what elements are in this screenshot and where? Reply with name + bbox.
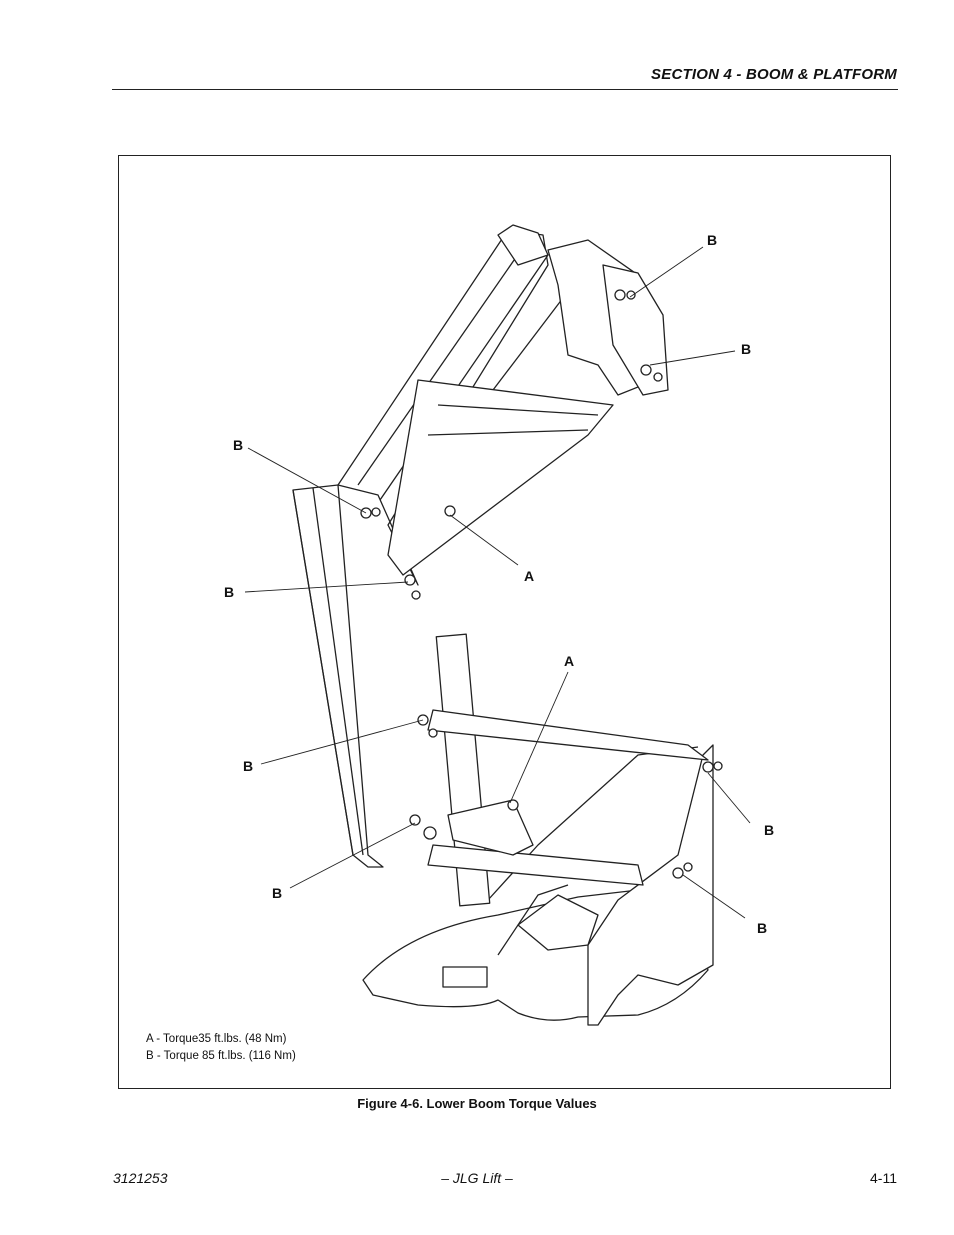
leader-lines (244, 246, 751, 919)
section-title: SECTION 4 - BOOM & PLATFORM (651, 66, 897, 83)
callout-b: B (757, 920, 768, 936)
boom-top-plate (497, 224, 549, 266)
lift-cylinder (387, 379, 614, 576)
doc-number: 3121253 (113, 1170, 168, 1186)
footer-brand: – JLG Lift – (441, 1170, 513, 1186)
lower-cross-member (427, 709, 709, 761)
lower-boom-drawing (244, 224, 751, 1026)
crossbar-bottom (427, 844, 644, 886)
callout-b: B (707, 232, 718, 248)
callout-b: B (272, 885, 283, 901)
callout-b: B (233, 437, 244, 453)
mount-block (517, 894, 599, 951)
callout-a: A (524, 568, 535, 584)
bolt-markers (360, 289, 723, 879)
figure-caption: Figure 4-6. Lower Boom Torque Values (357, 1096, 597, 1111)
figure-frame (118, 155, 891, 1089)
link-plate (447, 799, 534, 856)
callout-b: B (741, 341, 752, 357)
callout-b: B (224, 584, 235, 600)
base-plate-cutout (442, 966, 488, 988)
page-number: 4-11 (870, 1170, 897, 1186)
upright-right (587, 744, 714, 1026)
legend-item-a: A - Torque35 ft.lbs. (48 Nm) (146, 1033, 287, 1045)
callout-b: B (764, 822, 775, 838)
legend-item-b: B - Torque 85 ft.lbs. (116 Nm) (146, 1050, 296, 1062)
callout-b: B (243, 758, 254, 774)
torque-legend: A - Torque35 ft.lbs. (48 Nm) B - Torque … (146, 1031, 296, 1065)
callout-a: A (564, 653, 575, 669)
header-rule (112, 89, 898, 90)
